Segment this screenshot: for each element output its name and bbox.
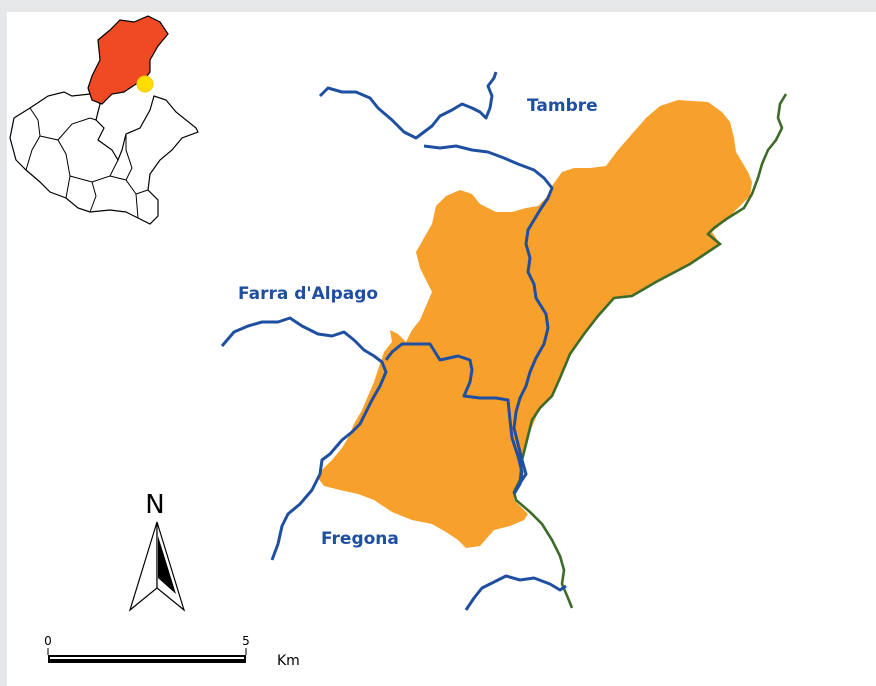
river-fregona-boundary [384,342,524,495]
inset-belluno-highlight [87,15,169,105]
scale-bar: 0 5 Km [44,634,300,669]
inset-locator-map [9,15,199,225]
north-arrow-letter: N [145,490,164,520]
river-farra [220,316,388,561]
river-tambre-branch [318,71,498,140]
scale-bar-inner [50,657,244,659]
label-farra-d-alpago: Farra d'Alpago [238,284,378,304]
north-arrow-white-half [128,521,158,612]
label-tambre: Tambre [527,96,598,116]
region-boundary [512,93,788,609]
north-arrow-shading [158,536,176,594]
inset-province-outline [9,91,199,225]
scale-bar-start-label: 0 [44,634,52,648]
north-arrow: N [128,490,186,612]
north-arrow-black-half [156,521,186,612]
municipality-area [318,100,752,548]
inset-internal-boundaries [25,107,149,219]
river-network [220,71,567,611]
scale-bar-end-label: 5 [242,634,250,648]
inset-location-marker [136,75,154,93]
label-fregona: Fregona [321,529,399,549]
river-fregona-south [464,574,567,611]
river-tambre-main [423,144,554,495]
scale-bar-unit-label: Km [277,653,300,669]
